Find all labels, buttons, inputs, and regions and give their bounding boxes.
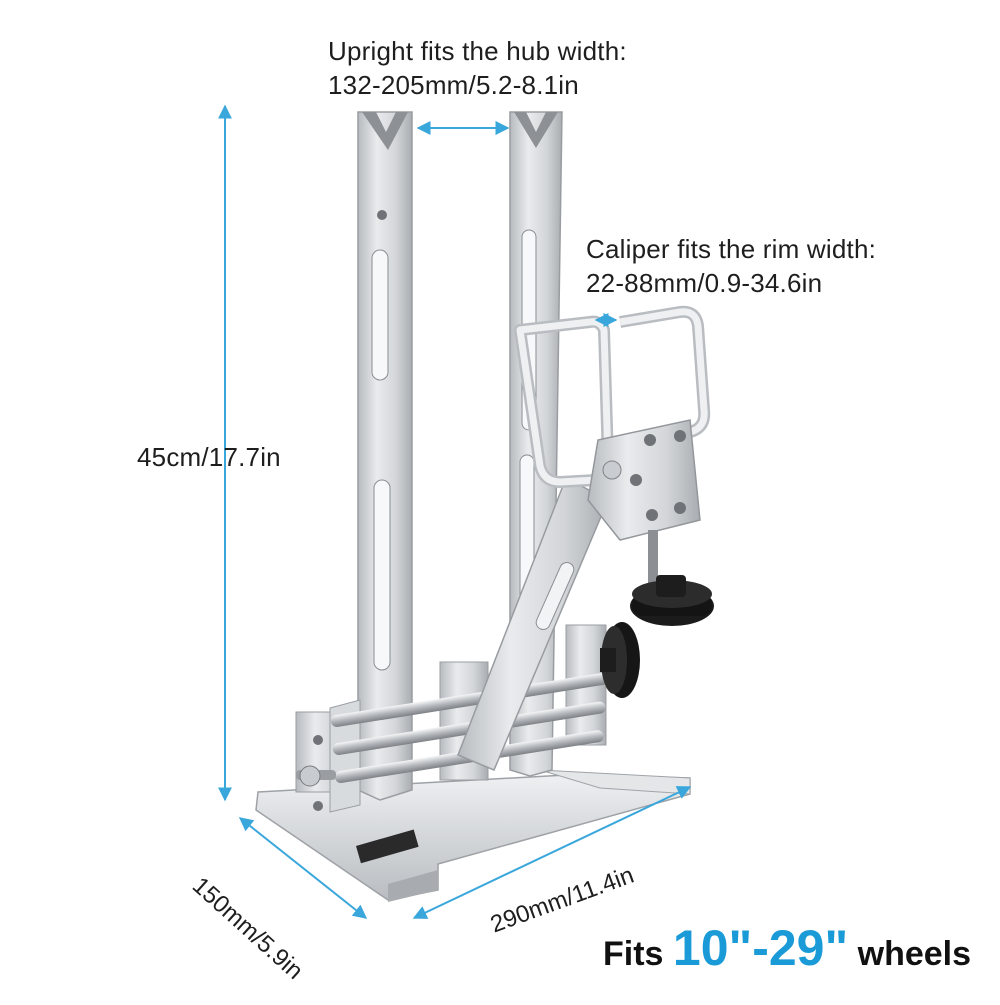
tagline-prefix: Fits (603, 935, 673, 973)
brand-plate (356, 829, 419, 864)
left-upright (357, 111, 413, 801)
height-label: 45cm/17.7in (137, 442, 281, 472)
dimension-lines (218, 104, 692, 919)
depth-arrow (238, 817, 368, 919)
hub-width-value: 132-205mm/5.2-8.1in (328, 70, 579, 100)
rim-width-label: Caliper fits the rim width: (586, 234, 877, 264)
width-arrow (412, 786, 692, 919)
caliper (514, 305, 711, 590)
hub-width-label: Upright fits the hub width: (328, 36, 627, 66)
rim-width-value: 22-88mm/0.9-34.6in (586, 268, 823, 298)
tagline-size-range: 10"-29" (672, 920, 849, 976)
wheel-size-tagline: Fits 10"-29" wheels (603, 918, 971, 984)
tagline-suffix: wheels (848, 935, 972, 973)
caliper-knob (630, 575, 714, 626)
carriage-knob (600, 622, 640, 698)
